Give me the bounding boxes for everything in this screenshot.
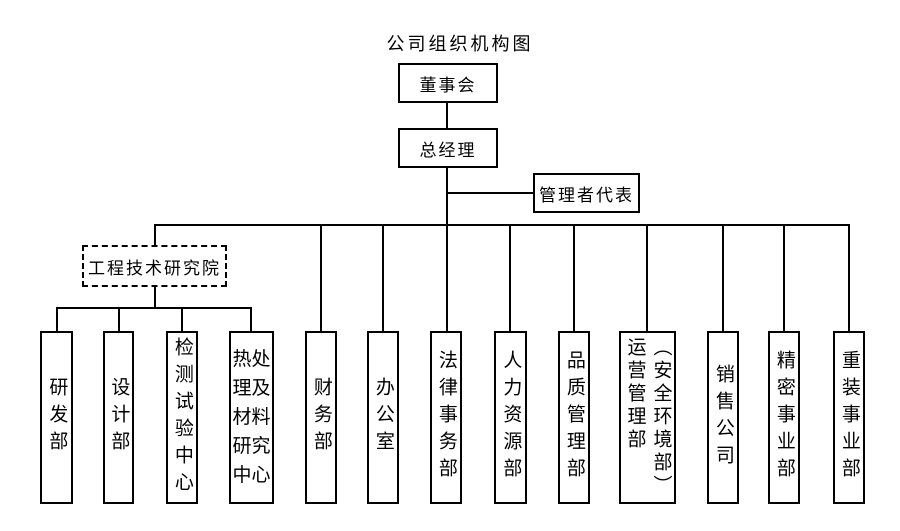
dept-design-label: 设计部 <box>108 377 130 458</box>
drop-line-testing-center <box>181 307 183 333</box>
dept-human-resources-label: 人力资源部 <box>500 350 522 485</box>
drop-line-finance <box>320 224 322 333</box>
dept-heavy-equipment-division-label: 重装事业部 <box>838 350 860 485</box>
node-dept-heavy-equipment-division: 重装事业部 <box>833 331 865 504</box>
drop-line-hr <box>509 224 511 333</box>
drop-line-sales <box>722 224 724 333</box>
node-dept-rd: 研发部 <box>40 331 73 504</box>
node-dept-design: 设计部 <box>103 331 134 504</box>
node-dept-human-resources: 人力资源部 <box>494 331 527 504</box>
node-dept-operations-management-safety-environment: 运营管理部 （安全环境部） <box>619 331 676 504</box>
node-general-manager: 总经理 <box>398 128 498 168</box>
node-dept-sales-company: 销售公司 <box>707 331 739 504</box>
node-dept-heat-treatment-materials-center: 热处理及材料研究中心 <box>229 331 274 504</box>
node-general-manager-label: 总经理 <box>419 140 477 160</box>
node-dept-office: 办公室 <box>367 331 399 504</box>
node-dept-finance: 财务部 <box>305 331 337 504</box>
dept-rd-label: 研发部 <box>46 377 68 458</box>
drop-line-operations <box>646 224 648 333</box>
drop-line-office <box>382 224 384 333</box>
dept-office-label: 办公室 <box>372 377 394 458</box>
chart-title: 公司组织机构图 <box>386 34 534 54</box>
node-board-label: 董事会 <box>419 75 477 95</box>
drop-line-legal <box>446 224 448 333</box>
node-management-representative-label: 管理者代表 <box>539 185 634 205</box>
dept-precision-division-label: 精密事业部 <box>773 350 795 485</box>
dept-heat-treatment-materials-center-label: 热处理及材料研究中心 <box>232 349 271 486</box>
node-engineering-research-institute: 工程技术研究院 <box>82 245 227 287</box>
dept-sales-company-label: 销售公司 <box>712 363 734 472</box>
node-board-of-directors: 董事会 <box>398 63 498 103</box>
dept-testing-center-label: 检测试验中心 <box>171 336 193 499</box>
node-dept-precision-division: 精密事业部 <box>768 331 800 504</box>
institute-feed-line <box>154 286 156 308</box>
dept-finance-label: 财务部 <box>310 377 332 458</box>
drop-line-design <box>118 307 120 333</box>
institute-sub-line <box>56 307 252 309</box>
dept-operations-management-label: 运营管理部 （安全环境部） <box>624 337 672 498</box>
drop-line-precision <box>783 224 785 333</box>
dept-quality-management-label: 品质管理部 <box>563 350 585 485</box>
drop-line-quality <box>573 224 575 333</box>
connector-gm-trunk <box>446 168 448 226</box>
node-dept-quality-management: 品质管理部 <box>558 331 590 504</box>
drop-line-institute <box>154 224 156 246</box>
drop-line-heat-treatment <box>250 307 252 333</box>
drop-line-heavy-equipment <box>848 224 850 333</box>
node-engineering-research-institute-label: 工程技术研究院 <box>88 258 221 278</box>
node-management-representative: 管理者代表 <box>533 173 640 213</box>
main-distribution-line <box>154 224 850 226</box>
node-dept-testing-center: 检测试验中心 <box>166 331 198 504</box>
connector-management-representative <box>447 192 534 194</box>
connector-board-to-gm <box>446 103 448 129</box>
drop-line-rd <box>56 307 58 333</box>
dept-legal-affairs-label: 法律事务部 <box>435 350 457 485</box>
node-dept-legal-affairs: 法律事务部 <box>430 331 462 504</box>
